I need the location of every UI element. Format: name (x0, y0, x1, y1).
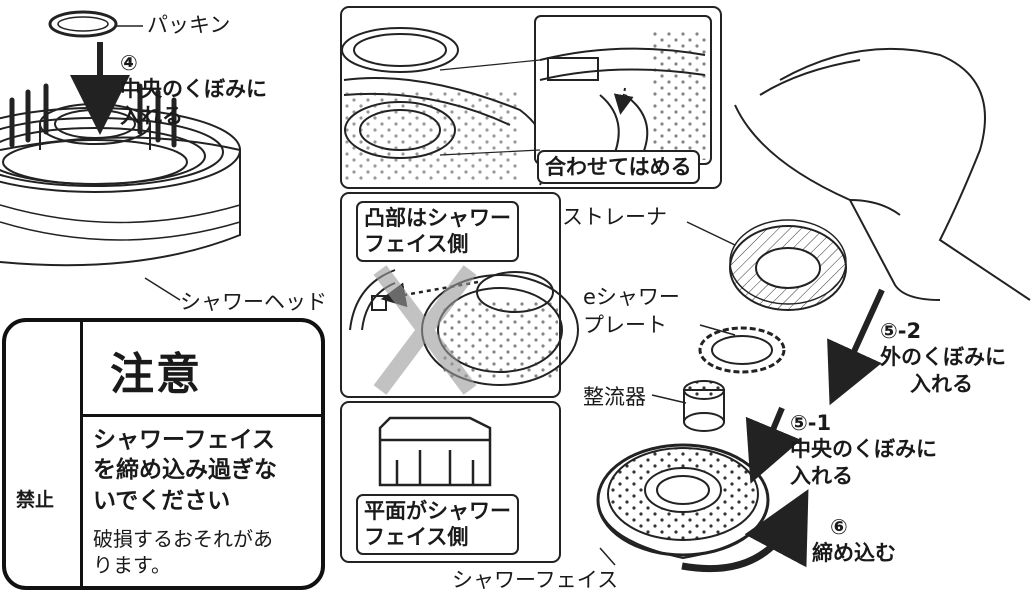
callout-convex-line1: 凸部はシャワー (364, 206, 511, 230)
step4-number: ④ (120, 51, 138, 75)
warning-line5: ります。 (93, 553, 171, 577)
label-packing: パッキン (147, 13, 231, 37)
step52-number: ⑤-2 (880, 319, 922, 343)
step4-line1: 中央のくぼみに (120, 77, 267, 102)
warning-strong-text: シャワーフェイス を締め込み過ぎな いでください (93, 425, 277, 516)
callout-flat: 平面がシャワー フェイス側 (356, 494, 519, 555)
warning-line4: 破損するおそれがあ (93, 527, 273, 551)
cross-mark (373, 265, 477, 395)
shower-head-illustration (0, 83, 241, 267)
flow-regulator-part (683, 380, 725, 432)
label-strainer: ストレーナ (562, 205, 667, 229)
callout-flat-line2: フェイス側 (364, 525, 469, 550)
warning-note: 破損するおそれがあ ります。 (93, 526, 273, 578)
callout-fit: 合わせてはめる (537, 150, 700, 185)
strainer-mesh (729, 219, 847, 311)
step4-text: ④ 中央のくぼみに 入れる (120, 50, 267, 129)
warning-line3: いでください (93, 487, 231, 514)
callout-flat-line1: 平面がシャワー (364, 499, 511, 523)
step6-line1: 締め込む (812, 541, 896, 566)
callout-convex-line2: フェイス側 (364, 232, 469, 257)
warning-header (83, 322, 321, 417)
warning-title: 注意 (110, 349, 202, 400)
step52-line2: 入れる (910, 371, 973, 396)
shower-handle (734, 47, 1031, 301)
label-e-shower-2: プレート (583, 313, 667, 337)
label-shower-face: シャワーフェイス (452, 568, 619, 592)
packing-ring (48, 10, 118, 38)
warning-line1: シャワーフェイス (93, 427, 275, 453)
step51-text: ⑤-1 中央のくぼみに 入れる (790, 410, 937, 489)
step52-line1: 外のくぼみに (880, 345, 1006, 370)
label-flow-regulator: 整流器 (583, 385, 646, 409)
shower-face-part (596, 443, 770, 560)
prohibit-label: 禁止 (16, 489, 55, 511)
warning-box: 注意 禁止 シャワーフェイス を締め込み過ぎな いでください 破損するおそれがあ… (2, 318, 325, 590)
step52-text: ⑤-2 外のくぼみに 入れる (880, 318, 1006, 397)
step6-text: ⑥ 締め込む (812, 514, 896, 567)
warning-icon-column (6, 322, 83, 586)
step6-number: ⑥ (830, 515, 848, 539)
warning-line2: を締め込み過ぎな (93, 457, 277, 484)
step6-rotate-arrow (681, 489, 809, 573)
step51-line1: 中央のくぼみに (790, 437, 937, 462)
step51-line2: 入れる (790, 463, 853, 488)
step4-line2: 入れる (120, 103, 183, 128)
callout-convex: 凸部はシャワー フェイス側 (356, 201, 519, 262)
step52-arrow (827, 288, 885, 406)
label-e-shower-1: eシャワー (583, 285, 680, 309)
step51-arrow (745, 406, 802, 484)
step51-number: ⑤-1 (790, 411, 832, 435)
label-shower-head: シャワーヘッド (180, 290, 327, 314)
